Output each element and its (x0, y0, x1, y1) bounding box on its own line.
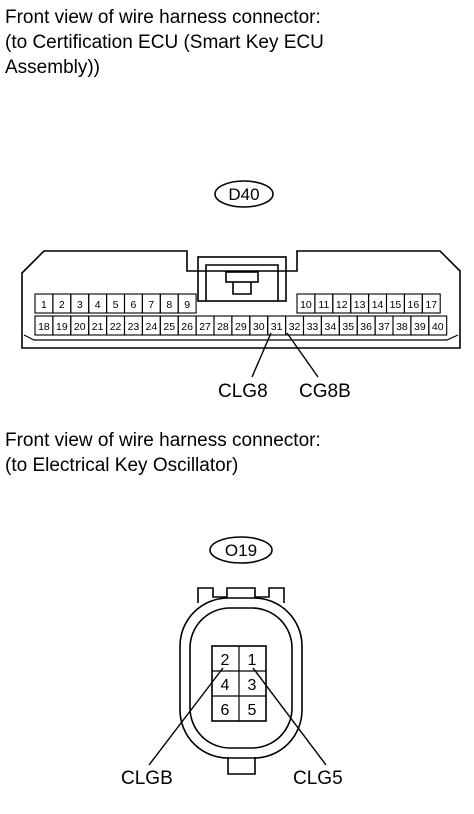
o19-pin: 4 (221, 677, 230, 694)
d40-pin-4: 4 (95, 299, 101, 311)
callout-line-clgb (148, 667, 224, 766)
d40-pin-15: 15 (390, 299, 402, 311)
d40-pin-17: 17 (425, 299, 437, 311)
d40-pin-28: 28 (217, 321, 229, 333)
caption-line: (to Certification ECU (Smart Key ECU (5, 32, 324, 53)
o19-pin: 3 (248, 677, 257, 694)
d40-pin-3: 3 (77, 299, 83, 311)
caption-line: Front view of wire harness connector: (5, 430, 321, 451)
d40-pin-cell (421, 293, 441, 314)
connector-id-oval (209, 536, 273, 564)
o19-housing-inner (189, 607, 293, 749)
d40-pin-2: 2 (59, 299, 65, 311)
o19-top-tabs (197, 587, 285, 603)
caption-line: (to Electrical Key Oscillator) (5, 455, 239, 476)
d40-latch-outer (197, 256, 287, 302)
d40-pin-9: 9 (184, 299, 190, 311)
d40-pin-19: 19 (56, 321, 68, 333)
d40-pin-34: 34 (325, 321, 337, 333)
caption-line: Front view of wire harness connector: (5, 7, 321, 28)
d40-bottom-step (23, 334, 459, 341)
callout-line-clg8 (251, 332, 272, 378)
d40-pin-33: 33 (307, 321, 319, 333)
d40-pin-36: 36 (360, 321, 372, 333)
o19-pin: 2 (221, 652, 230, 669)
connector-id-oval (214, 180, 274, 208)
d40-pin-cell (177, 293, 197, 314)
d40-pin-1: 1 (41, 299, 47, 311)
d40-latch-post (232, 282, 252, 295)
d40-pin-27: 27 (199, 321, 211, 333)
d40-pin-6: 6 (131, 299, 137, 311)
d40-pin-25: 25 (163, 321, 175, 333)
d40-pin-22: 22 (110, 321, 122, 333)
d40-pin-7: 7 (148, 299, 154, 311)
caption-d40: Front view of wire harness connector: (t… (5, 5, 324, 80)
d40-latch-tab (225, 271, 259, 283)
o19-pin: 5 (248, 702, 257, 719)
d40-pin-14: 14 (372, 299, 384, 311)
d40-pin-16: 16 (408, 299, 420, 311)
o19-bottom-tab (227, 757, 256, 775)
o19-pin: 6 (221, 702, 230, 719)
d40-pin-8: 8 (166, 299, 172, 311)
d40-pin-18: 18 (38, 321, 50, 333)
d40-pin-10: 10 (300, 299, 312, 311)
d40-pin-26: 26 (181, 321, 193, 333)
d40-pin-23: 23 (128, 321, 140, 333)
d40-pin-11: 11 (318, 299, 329, 311)
d40-pin-35: 35 (342, 321, 354, 333)
d40-pin-38: 38 (396, 321, 408, 333)
d40-pin-13: 13 (354, 299, 366, 311)
callout-label-cg8b: CG8B (299, 381, 351, 402)
callout-label-clg5: CLG5 (293, 768, 343, 789)
callout-line-cg8b (286, 332, 319, 378)
callout-label-clgb: CLGB (121, 768, 173, 789)
d40-latch-inner (205, 264, 279, 301)
o19-pin: 1 (248, 652, 257, 669)
d40-pin-30: 30 (253, 321, 265, 333)
d40-pin-29: 29 (235, 321, 247, 333)
caption-line: Assembly)) (5, 57, 101, 78)
d40-pin-5: 5 (113, 299, 119, 311)
d40-pin-32: 32 (289, 321, 301, 333)
o19-housing-outer (179, 597, 303, 759)
d40-housing (21, 250, 461, 349)
caption-o19: Front view of wire harness connector: (t… (5, 428, 321, 478)
d40-pin-40: 40 (432, 321, 444, 333)
d40-pin-cell (428, 315, 448, 336)
d40-pin-39: 39 (414, 321, 426, 333)
callout-label-clg8: CLG8 (218, 381, 268, 402)
d40-pin-31: 31 (271, 321, 283, 333)
connector-id-d40: D40 (228, 185, 259, 204)
d40-pin-21: 21 (92, 321, 104, 333)
d40-pin-37: 37 (378, 321, 390, 333)
callout-line-clg5 (252, 667, 327, 766)
d40-pin-24: 24 (146, 321, 158, 333)
d40-pin-12: 12 (336, 299, 348, 311)
d40-pin-20: 20 (74, 321, 86, 333)
connector-id-o19: O19 (225, 541, 257, 560)
